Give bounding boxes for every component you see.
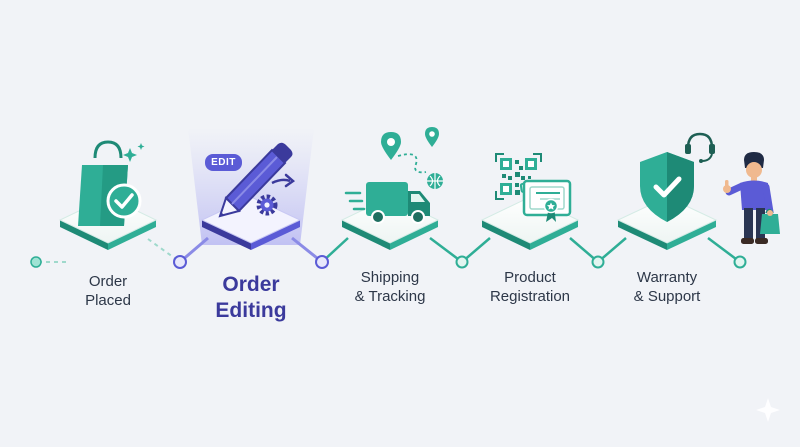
step-label-line: & Support <box>633 288 701 305</box>
headset-icon <box>685 132 715 163</box>
timeline-node <box>30 256 42 268</box>
step-label-line: Placed <box>85 292 131 309</box>
step-label-line: Product <box>504 269 556 286</box>
step-label-warranty: Warranty & Support <box>592 268 742 306</box>
step-label-shipping: Shipping & Tracking <box>315 268 465 306</box>
step-label-order-placed: Order Placed <box>33 272 183 310</box>
gear-icon <box>256 194 278 216</box>
shield-check-icon <box>640 152 694 222</box>
step-label-product-registration: Product Registration <box>455 268 605 306</box>
customer-person-illustration <box>723 152 780 244</box>
step-label-order-editing: Order Editing <box>176 272 326 324</box>
timeline-nodes <box>30 255 747 269</box>
step-label-line: & Tracking <box>354 288 426 305</box>
edit-tag-badge: EDIT <box>205 154 242 171</box>
step-label-line: Shipping <box>360 269 420 286</box>
timeline-node <box>455 255 469 269</box>
delivery-truck-icon <box>344 127 443 224</box>
timeline-node <box>591 255 605 269</box>
timeline-node <box>733 255 747 269</box>
step-label-line: Order <box>88 273 128 290</box>
step-label-line: Editing <box>215 299 287 322</box>
pencil-edit-icon <box>218 142 296 218</box>
step-label-line: Warranty <box>636 269 698 286</box>
step-label-line: Order <box>222 273 280 296</box>
sparkle-icon <box>756 398 780 422</box>
shopping-bag-check-icon <box>78 140 145 226</box>
timeline-node <box>315 255 329 269</box>
step-label-line: Registration <box>489 288 571 305</box>
timeline-node <box>173 255 187 269</box>
qr-certificate-icon <box>495 153 572 222</box>
